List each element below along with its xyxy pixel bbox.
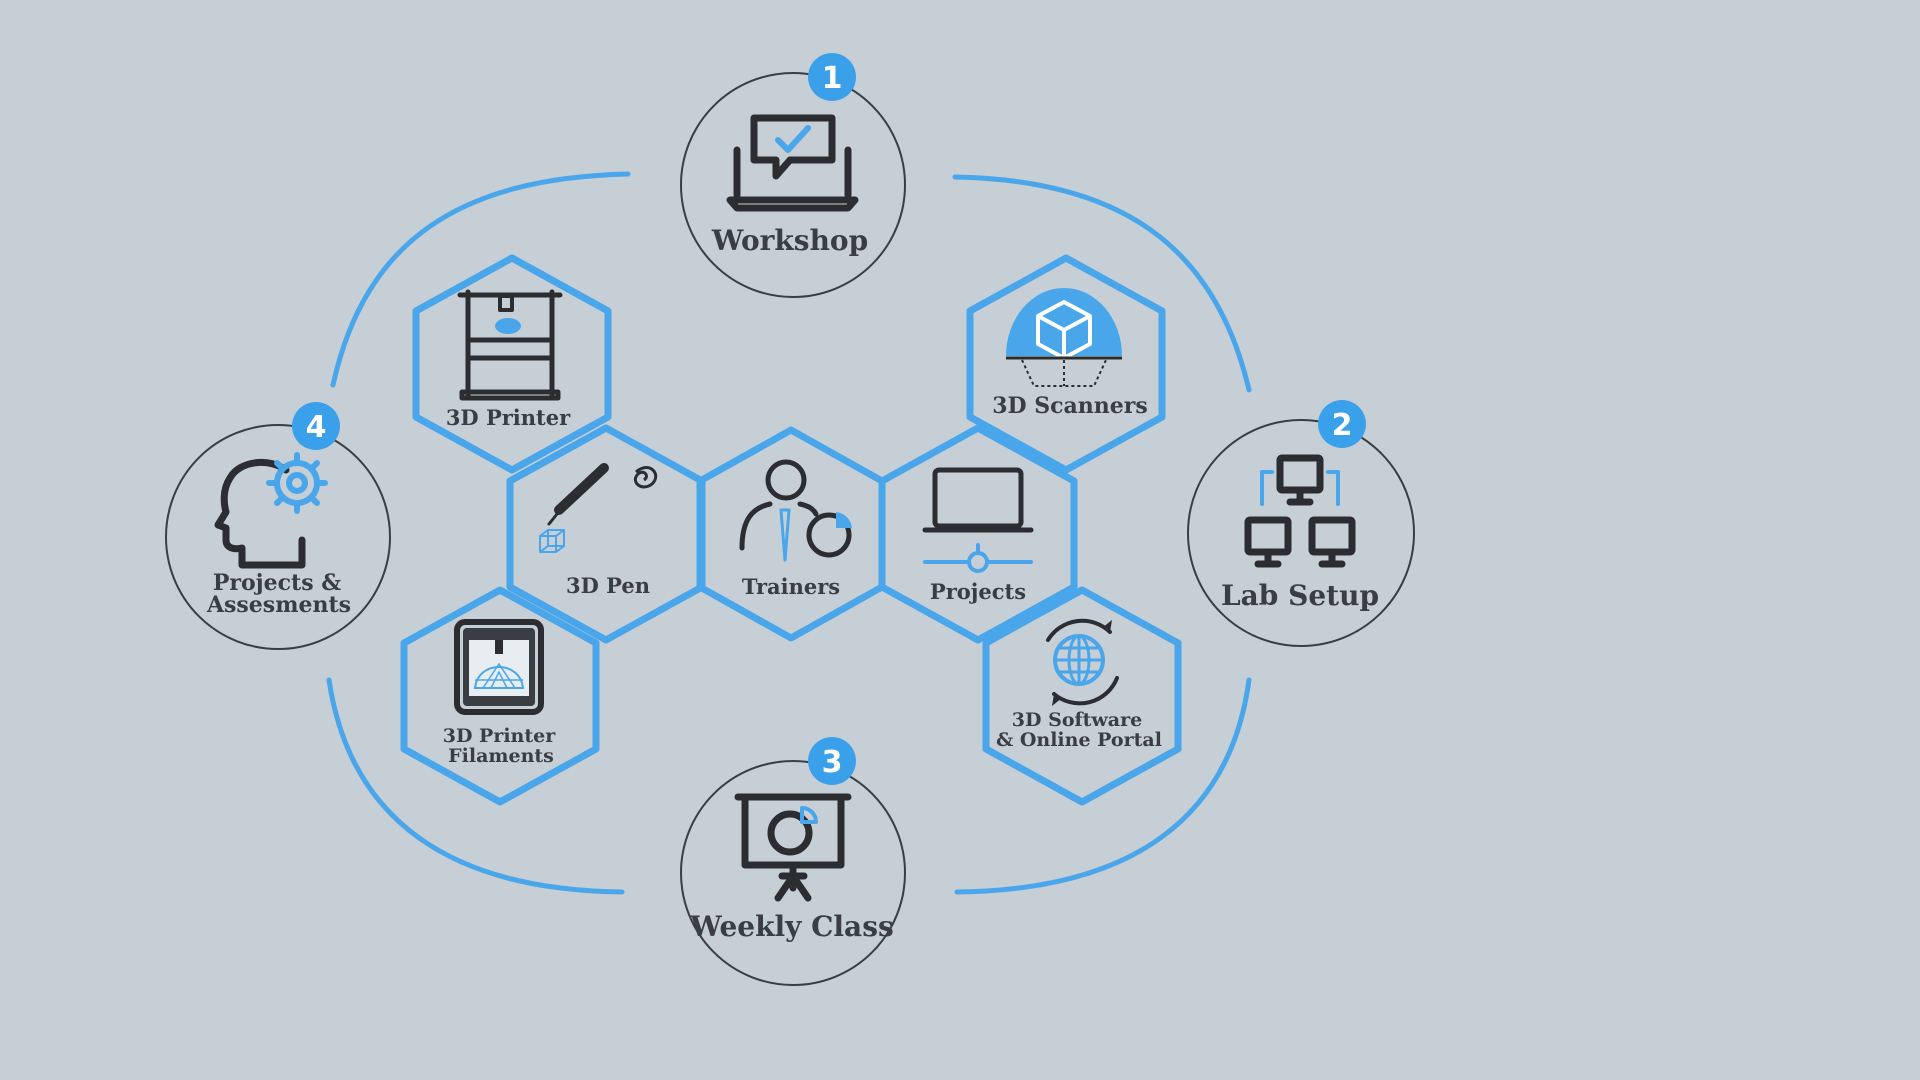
3d-pen-icon <box>539 463 658 553</box>
presentation-board-icon <box>734 793 852 902</box>
component-label: 3D Printer <box>446 405 571 430</box>
stage-number: 3 <box>822 745 843 780</box>
trainer-chart-icon <box>739 459 852 562</box>
stage-lab-setup: Lab Setup 2 <box>1187 400 1415 647</box>
arc-top-left <box>330 171 631 388</box>
head-gear-icon <box>214 452 328 569</box>
arc-bottom-right <box>954 677 1252 895</box>
component-projects: Projects <box>878 424 1078 644</box>
hexagon <box>966 254 1166 474</box>
component-label-line1: 3D Printer <box>443 725 557 747</box>
laptop-chat-check-icon <box>726 114 859 212</box>
stage-number-badge <box>1318 400 1366 448</box>
component-label-line2: Filaments <box>448 745 554 767</box>
stage-label-line1: Projects & <box>213 570 341 596</box>
stage-number-badge <box>808 737 856 785</box>
connector-arcs <box>326 171 1252 895</box>
stage-workshop: Workshop 1 <box>680 53 906 298</box>
stage-label: Weekly Class <box>689 910 893 943</box>
stage-number: 2 <box>1332 408 1353 443</box>
hexagon <box>400 586 600 806</box>
stage-number: 4 <box>306 410 327 445</box>
component-label: 3D Scanners <box>992 393 1148 419</box>
3d-scanner-icon <box>1006 288 1122 387</box>
arc-top-right <box>952 174 1252 393</box>
stage-ring <box>680 760 906 986</box>
component-3d-software: 3D Software & Online Portal <box>982 586 1182 806</box>
component-trainers: Trainers <box>696 426 886 642</box>
filament-printer-icon <box>454 619 544 715</box>
3d-printer-icon <box>457 289 563 401</box>
stage-projects-assesments: Projects & Assesments 4 <box>165 402 391 650</box>
component-label-line1: 3D Software <box>1012 709 1142 731</box>
component-3d-printer-filaments: 3D Printer Filaments <box>400 586 600 806</box>
arc-bottom-left <box>326 677 625 895</box>
network-computers-icon <box>1244 454 1356 568</box>
stage-number-badge <box>292 402 340 450</box>
stage-ring <box>680 72 906 298</box>
stage-number: 1 <box>822 61 843 96</box>
stage-label-line2: Assesments <box>206 592 351 618</box>
stage-ring <box>1187 419 1415 647</box>
component-label: Trainers <box>742 574 840 599</box>
globe-sync-icon <box>1046 618 1119 706</box>
hexagon <box>412 254 612 474</box>
stage-weekly-class: Weekly Class 3 <box>680 737 906 986</box>
component-label: 3D Pen <box>566 573 650 598</box>
component-label: Projects <box>930 579 1026 604</box>
component-3d-scanners: 3D Scanners <box>966 254 1166 474</box>
component-label-line2: & Online Portal <box>996 729 1162 751</box>
component-3d-printer: 3D Printer <box>412 254 612 474</box>
stage-label: Lab Setup <box>1221 579 1379 612</box>
stage-number-badge <box>808 53 856 101</box>
hexagon <box>982 586 1182 806</box>
stage-label: Workshop <box>711 224 868 257</box>
hexagon <box>878 424 1078 644</box>
laptop-network-icon <box>922 467 1034 573</box>
stage-ring <box>165 424 391 650</box>
